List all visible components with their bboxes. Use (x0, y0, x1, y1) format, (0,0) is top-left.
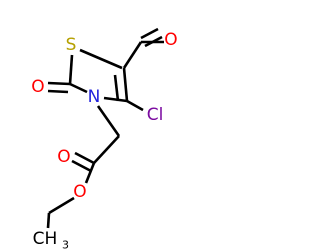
methyl-label: CH (33, 229, 58, 249)
bond-ethyl-ch2-ch3 (46, 212, 51, 229)
bond-n-ch2 (96, 105, 121, 137)
sulfur-label: S (66, 35, 77, 55)
bond-c4-n (103, 96, 128, 103)
bond-o-ethyl-ch2 (48, 196, 75, 215)
bond-ester-co-1 (74, 151, 95, 165)
molecule-structure: O S O N Cl O O CH 3 (31, 27, 178, 250)
bond-ester-co-2 (71, 159, 92, 173)
bond-c5-c4-1 (122, 67, 129, 102)
nitrogen-label: N (88, 87, 101, 107)
bond-c2-o-2 (47, 89, 69, 94)
bond-ch2-ester-c (93, 135, 120, 164)
bond-ester-c-o (84, 162, 96, 184)
aldehyde-oxygen-label: O (164, 30, 177, 50)
ring-carbonyl-oxygen-label: O (31, 77, 44, 97)
bond-n-c2 (69, 82, 88, 94)
bond-s-c5 (79, 48, 123, 70)
bonds (46, 27, 164, 229)
methyl-subscript: 3 (62, 239, 69, 250)
atom-labels: O S O N Cl O O CH 3 (31, 30, 177, 250)
bond-c5-c4-2 (113, 74, 120, 102)
carbonyl-oxygen-label: O (57, 147, 70, 167)
bond-c2-o-1 (47, 81, 71, 86)
chlorine-label: Cl (147, 105, 164, 125)
bond-aldehyde-co-1 (140, 27, 159, 40)
bond-c5-cho (122, 41, 143, 69)
bond-s-c2 (68, 54, 74, 85)
ester-oxygen-label: O (73, 182, 86, 202)
bond-c4-cl (126, 99, 144, 112)
